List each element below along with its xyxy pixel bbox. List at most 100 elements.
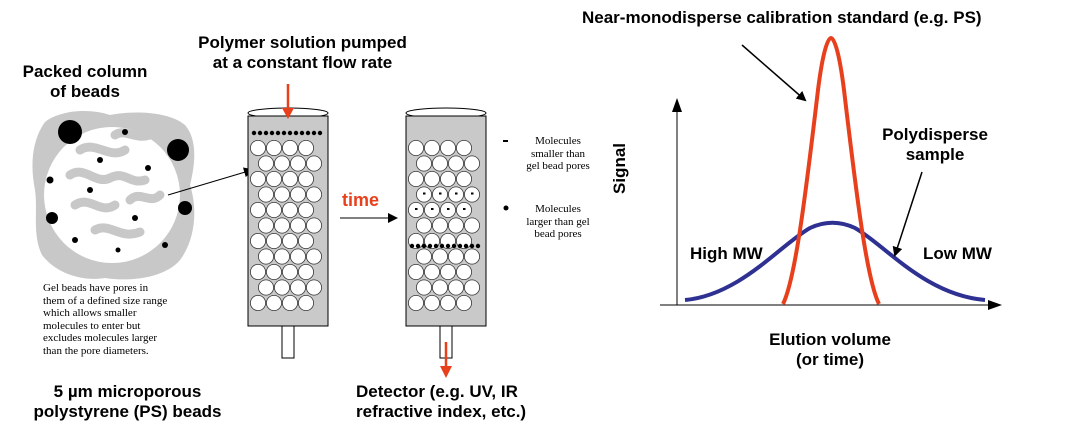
packed-bead — [297, 232, 314, 249]
packed-bead — [431, 217, 448, 234]
polydisperse-label: Polydisperse sample — [882, 125, 988, 164]
large-molecule-marker — [503, 205, 509, 211]
packed-bead — [257, 217, 274, 234]
packed-bead — [305, 186, 322, 203]
column-after — [405, 107, 487, 359]
packed-bead — [265, 294, 282, 311]
packed-bead — [281, 232, 298, 249]
bead-pointer-arrow — [167, 167, 254, 196]
bead-label: Packed column of beads — [22, 62, 148, 101]
packed-bead — [463, 217, 480, 234]
pump-label: Polymer solution pumped at a constant fl… — [198, 33, 407, 72]
small-molecule — [463, 208, 466, 210]
packed-bead — [455, 263, 472, 280]
packed-bead — [407, 263, 424, 280]
monodisperse-curve — [781, 35, 881, 305]
small-molecule — [447, 208, 450, 210]
packed-bead — [305, 217, 322, 234]
packed-bead — [265, 170, 282, 187]
detector-arrow — [440, 342, 452, 378]
packed-bead — [289, 217, 306, 234]
packed-bead — [423, 139, 440, 156]
packed-bead — [249, 201, 266, 218]
small-molecule — [431, 208, 434, 210]
large-molecule — [427, 243, 433, 249]
injected-molecule — [305, 130, 311, 136]
packed-bead — [463, 155, 480, 172]
large-molecule — [451, 243, 457, 249]
small-molecules-label: Molecules smaller than gel bead pores — [526, 135, 590, 172]
injected-molecule — [293, 130, 299, 136]
small-molecule — [423, 192, 426, 195]
large-molecule — [463, 243, 469, 249]
injected-molecule — [275, 130, 281, 136]
large-molecule — [433, 243, 439, 249]
packed-bead — [407, 139, 424, 156]
large-molecule — [445, 243, 451, 249]
standard-label: Near-monodisperse calibration standard (… — [582, 8, 982, 27]
packed-bead — [265, 201, 282, 218]
detector-label: Detector (e.g. UV, IR refractive index, … — [356, 382, 527, 421]
packed-bead — [407, 294, 424, 311]
packed-bead — [415, 248, 432, 265]
packed-bead — [273, 155, 290, 172]
injected-molecule — [299, 130, 305, 136]
packed-bead — [455, 139, 472, 156]
packed-bead — [289, 155, 306, 172]
injected-molecule — [269, 130, 275, 136]
packed-bead — [455, 170, 472, 187]
y-axis-label: Signal — [610, 142, 629, 194]
packed-bead — [265, 139, 282, 156]
packed-bead — [439, 263, 456, 280]
injected-molecule — [281, 130, 287, 136]
injected-molecule — [317, 130, 323, 136]
packed-bead — [407, 170, 424, 187]
packed-bead — [297, 170, 314, 187]
bead-caption: 5 µm microporous polystyrene (PS) beads — [33, 382, 222, 421]
packed-bead — [439, 170, 456, 187]
packed-bead — [257, 186, 274, 203]
packed-bead — [305, 279, 322, 296]
packed-bead — [289, 248, 306, 265]
packed-bead — [297, 201, 314, 218]
large-molecules-label: Molecules larger than gel bead pores — [526, 203, 590, 240]
packed-bead — [305, 248, 322, 265]
x-axis-label: Elution volume (or time) — [769, 330, 891, 369]
packed-bead — [431, 155, 448, 172]
packed-bead — [415, 155, 432, 172]
injected-molecule — [311, 130, 317, 136]
time-label: time — [342, 190, 380, 210]
large-molecule — [409, 243, 415, 249]
packed-bead — [257, 279, 274, 296]
packed-bead — [305, 155, 322, 172]
packed-bead — [463, 248, 480, 265]
packed-bead — [463, 279, 480, 296]
packed-bead — [289, 186, 306, 203]
large-molecule — [475, 243, 481, 249]
bead-description: Gel beads have pores in them of a define… — [43, 282, 168, 357]
injected-molecule — [257, 130, 263, 136]
packed-bead — [447, 217, 464, 234]
packed-bead — [257, 248, 274, 265]
porous-bead-illustration — [32, 110, 195, 280]
packed-bead — [281, 170, 298, 187]
packed-bead — [281, 263, 298, 280]
packed-bead — [431, 279, 448, 296]
packed-bead — [249, 294, 266, 311]
high-mw-label: High MW — [690, 244, 763, 263]
packed-bead — [447, 155, 464, 172]
pump-arrow — [282, 84, 294, 119]
large-molecule — [421, 243, 427, 249]
injected-molecule — [287, 130, 293, 136]
large-molecule — [469, 243, 475, 249]
polydisperse-curve — [684, 220, 986, 302]
packed-bead — [273, 279, 290, 296]
large-molecule — [457, 243, 463, 249]
small-molecule — [415, 208, 418, 210]
packed-bead — [265, 232, 282, 249]
packed-bead — [439, 232, 456, 249]
packed-bead — [423, 263, 440, 280]
packed-bead — [281, 201, 298, 218]
injected-molecule — [263, 130, 269, 136]
